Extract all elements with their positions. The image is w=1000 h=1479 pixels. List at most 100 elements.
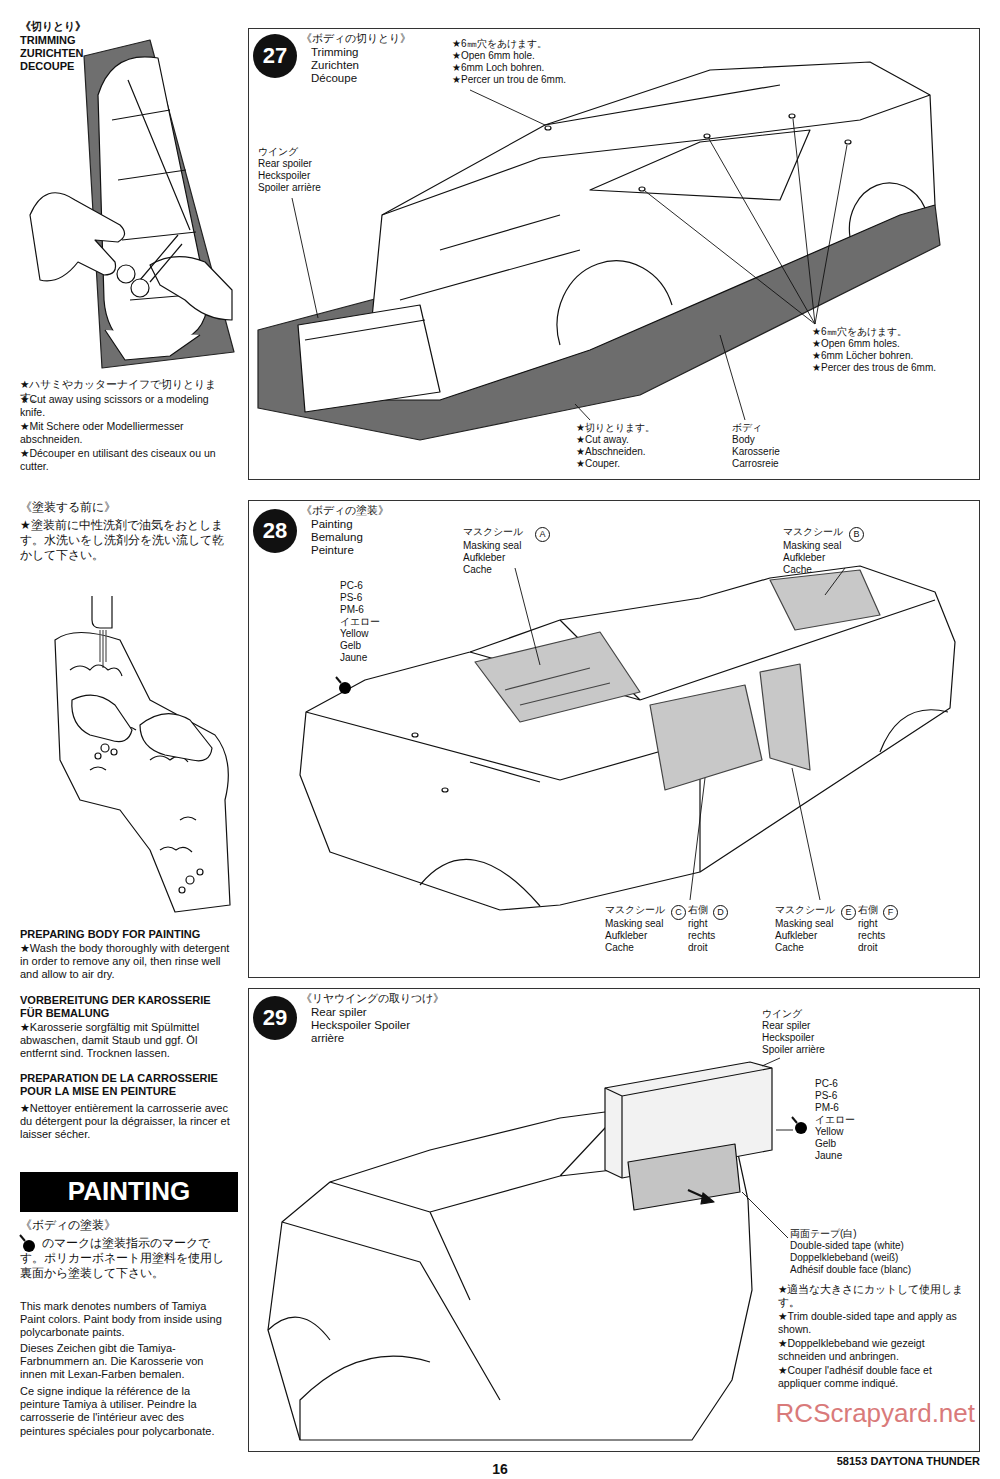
seal-letter-text: C [672,906,685,919]
section-heading: PREPARING BODY FOR PAINTING [20,928,232,941]
callout-label: ★切りとります。 [576,422,696,434]
step-number: 27 [253,34,297,78]
section-heading: ZURICHTEN [20,47,230,60]
paint-code: Yellow [340,628,400,640]
step-number-text: 28 [253,509,297,553]
seal-letter-text: E [842,906,855,919]
seal-letter: F [883,905,898,920]
callout-label: ★6㎜穴をあけます。 [812,326,977,338]
paint-code: Jaune [340,652,400,664]
section-heading: PREPARATION DE LA CARROSSERIE POUR LA MI… [20,1072,232,1098]
callout-label: Carrosreie [732,458,832,470]
callout-label: ボディ [732,422,832,434]
callout-label: Cache [775,942,855,954]
callout-label: マスクシール [783,526,845,538]
paint-code: Yellow [815,1126,875,1138]
callout-label: ★6mm Loch bohren. [452,62,632,74]
note-text: ★Wash the body thoroughly with detergent… [20,942,232,982]
paint-code: PS-6 [340,592,400,604]
callout-label: ウイング [258,146,348,158]
step-panel: 27《ボディの切りとり》Trimming Zurichten Découpe [248,28,980,480]
callout-label: Doppelklebeband (weiß) [790,1252,975,1264]
callout-label: Aufkleber [463,552,553,564]
step-heading: Rear spiler Heckspoiler Spoiler arrière [311,1006,411,1046]
paint-code: PC-6 [815,1078,875,1090]
callout-label: ウイング [762,1008,882,1020]
note-text: ★Karosserie sorgfältig mit Spülmittel ab… [20,1021,232,1061]
callout-label: ★Cut away. [576,434,696,446]
seal-letter: C [671,905,686,920]
callout-label: Spoiler arrière [258,182,348,194]
section-banner: PAINTING [20,1172,238,1212]
callout-label: ★Open 6mm hole. [452,50,632,62]
callout-label: ★Abschneiden. [576,446,696,458]
callout-label: 右側 [688,904,712,916]
step-heading: 《リヤウイングの取りつけ》 [301,992,521,1005]
watermark: RCScrapyard.net [745,1398,975,1429]
callout-label: rechts [688,930,748,942]
note-text: Ce signe indique la référence de la pein… [20,1385,232,1438]
callout-label: Rear spoiler [258,158,348,170]
step-heading: 《ボディの塗装》 [301,504,521,517]
banner-text: PAINTING [20,1172,238,1212]
note-text: ★塗装前に中性洗剤で油気をおとします。水洗いをし洗剤分を洗い流して乾かして下さい… [20,518,232,563]
paint-code: Gelb [815,1138,875,1150]
seal-letter: D [713,905,728,920]
note-text: ★Doppelklebeband wie gezeigt schneiden u… [778,1337,973,1362]
callout-label: rechts [858,930,918,942]
note-text: ★Mit Schere oder Modelliermesser abschne… [20,420,232,446]
section-heading: DECOUPE [20,60,230,73]
callout-label: droit [688,942,748,954]
callout-label: ★6㎜穴をあけます。 [452,38,632,50]
callout-label: ★Percer un trou de 6mm. [452,74,632,86]
seal-letter-text: F [884,906,897,919]
section-heading: VORBEREITUNG DER KAROSSERIE FÜR BEMALUNG [20,994,232,1020]
callout-label: ★Percer des trous de 6mm. [812,362,977,374]
callout-label: Spoiler arrière [762,1044,882,1056]
step-number-text: 29 [253,996,297,1040]
section-heading: 《塗装する前に》 [20,500,232,514]
paint-code: PM-6 [815,1102,875,1114]
paint-code: Gelb [340,640,400,652]
page-number: 16 [480,1461,520,1478]
callout-label: マスクシール [463,526,533,538]
callout-label: droit [858,942,918,954]
seal-letter-text: B [850,528,863,541]
callout-label: Adhésif double face (blanc) [790,1264,975,1276]
step-number: 28 [253,509,297,553]
callout-label: Masking seal [775,918,855,930]
note-text: ★Cut away using scissors or a modeling k… [20,393,232,419]
callout-label: right [858,918,918,930]
callout-label: Cache [605,942,685,954]
paint-code: イエロー [340,616,400,628]
seal-letter-text: D [714,906,727,919]
seal-letter-text: A [536,528,549,541]
section-heading: 《ボディの塗装》 [20,1218,232,1232]
callout-label: Karosserie [732,446,832,458]
section-heading: 《切りとり》 [20,20,230,33]
note-text: のマークは塗装指示のマークです。ポリカーボネート用塗料を使用し裏面から塗装して下… [20,1236,232,1281]
note-text: ★Trim double-sided tape and apply as sho… [778,1310,973,1335]
note-text: This mark denotes numbers of Tamiya Pain… [20,1300,232,1340]
callout-label: マスクシール [775,904,839,916]
note-text: ★Couper l'adhésif double face et appliqu… [778,1364,973,1389]
callout-label: Aufkleber [783,552,873,564]
callout-label: right [688,918,748,930]
paint-code: PC-6 [340,580,400,592]
paint-code: Jaune [815,1150,875,1162]
section-heading: TRIMMING [20,34,230,47]
step-number-text: 27 [253,34,297,78]
callout-label: Aufkleber [605,930,685,942]
seal-letter: E [841,905,856,920]
paint-code: イエロー [815,1114,875,1126]
step-number: 29 [253,996,297,1040]
note-text: ★Découper en utilisant des ciseaux ou un… [20,447,232,473]
step-heading: Trimming Zurichten Découpe [311,46,391,86]
callout-label: ★Couper. [576,458,696,470]
callout-label: ★Open 6mm holes. [812,338,977,350]
callout-label: 右側 [858,904,882,916]
note-text: Dieses Zeichen gibt die Tamiya-Farbnumme… [20,1342,232,1382]
callout-label: Rear spiler [762,1020,882,1032]
callout-label: マスクシール [605,904,669,916]
